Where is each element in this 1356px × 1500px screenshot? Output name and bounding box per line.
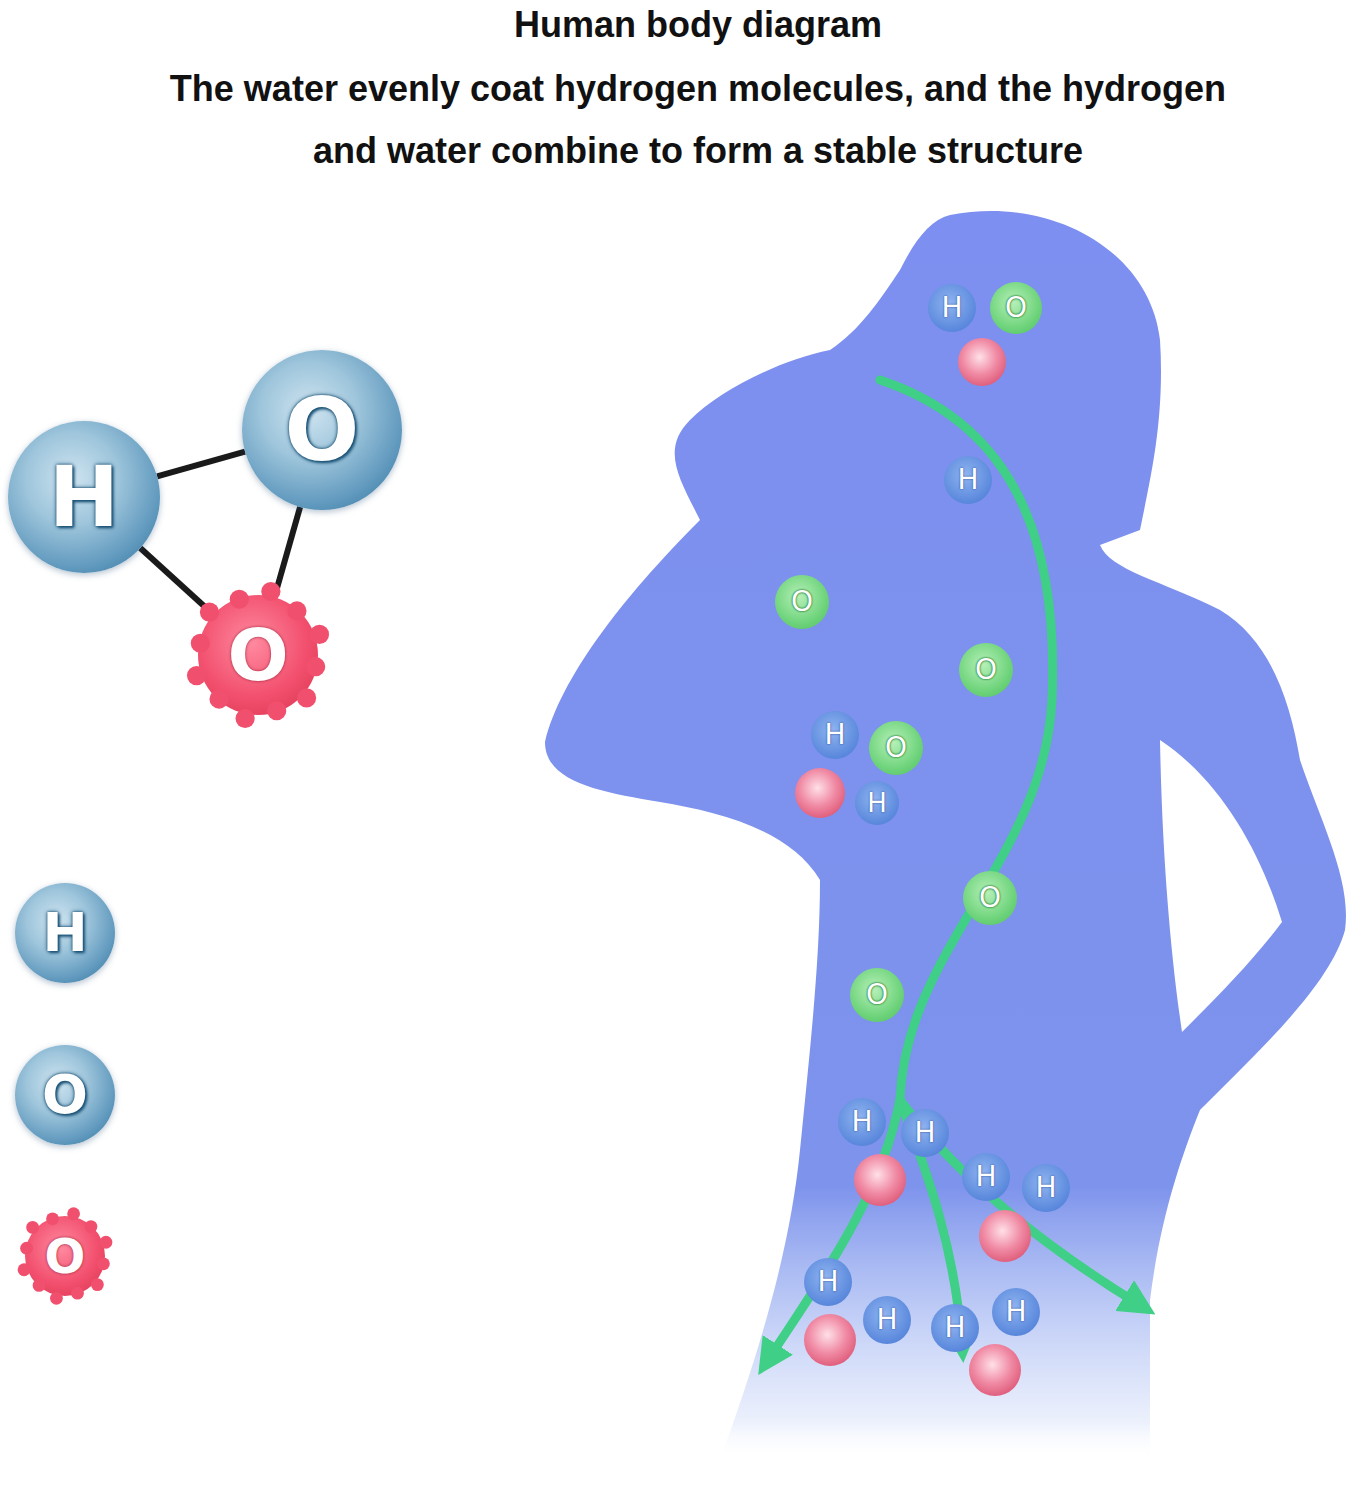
oxygen-radical-circle: O	[25, 1216, 105, 1296]
atom-letter: H	[824, 721, 845, 749]
oxygen-circle: O	[775, 575, 829, 629]
flow-arrow	[768, 380, 1140, 1360]
bond-line	[140, 548, 213, 615]
atom-circle: O	[242, 350, 402, 510]
atom-letter: H	[944, 1314, 965, 1342]
atom-letter: O	[42, 1068, 88, 1122]
atom-letter: O	[45, 1232, 86, 1280]
atom-letter: O	[285, 386, 360, 474]
atom-circle: H	[8, 421, 160, 573]
oxygen-circle: O	[869, 721, 923, 775]
atom-letter: H	[914, 1119, 935, 1147]
bond-line	[157, 452, 245, 477]
atom-letter: O	[979, 884, 1001, 912]
bond-line	[274, 507, 300, 597]
oxygen-circle: O	[850, 968, 904, 1022]
atom-letter: H	[851, 1108, 872, 1136]
atom-circle: H	[804, 1258, 852, 1306]
woman-silhouette	[545, 211, 1346, 1460]
atom-circle: H	[901, 1109, 949, 1157]
atom-letter: H	[867, 790, 887, 816]
atom-circle: H	[811, 711, 859, 759]
atom-circle: H	[1022, 1164, 1070, 1212]
atom-circle: H	[992, 1288, 1040, 1336]
atom-circle: H	[928, 284, 976, 332]
title: Human body diagram	[60, 4, 1336, 46]
atom-letter: H	[817, 1268, 838, 1296]
atom-circle: H	[838, 1098, 886, 1146]
caption: The water evenly coat hydrogen molecules…	[60, 58, 1336, 182]
oxygen-circle: O	[959, 643, 1013, 697]
atom-circle: H	[15, 883, 115, 983]
oxygen-circle: O	[963, 871, 1017, 925]
atom-letter: H	[957, 466, 978, 494]
oxygen-circle: O	[990, 282, 1042, 334]
atom-letter: O	[866, 981, 888, 1009]
atom-circle: H	[863, 1296, 911, 1344]
atom-letter: O	[227, 619, 288, 691]
atom-letter: H	[876, 1306, 897, 1334]
atom-circle: H	[962, 1153, 1010, 1201]
atom-circle: O	[15, 1045, 115, 1145]
atom-letter: O	[975, 656, 997, 684]
atom-circle: H	[855, 781, 899, 825]
atom-letter: O	[1005, 294, 1027, 322]
atom-letter: H	[42, 906, 87, 960]
atom-letter: H	[1035, 1174, 1056, 1202]
oxygen-radical-circle: O	[198, 595, 318, 715]
atom-letter: H	[49, 455, 119, 539]
atom-circle: H	[944, 456, 992, 504]
atom-letter: H	[941, 294, 962, 322]
atom-letter: H	[975, 1163, 996, 1191]
atom-letter: H	[1005, 1298, 1026, 1326]
atom-letter: O	[885, 734, 907, 762]
atom-letter: O	[791, 588, 813, 616]
atom-circle: H	[931, 1304, 979, 1352]
free-radical	[795, 338, 1031, 1396]
